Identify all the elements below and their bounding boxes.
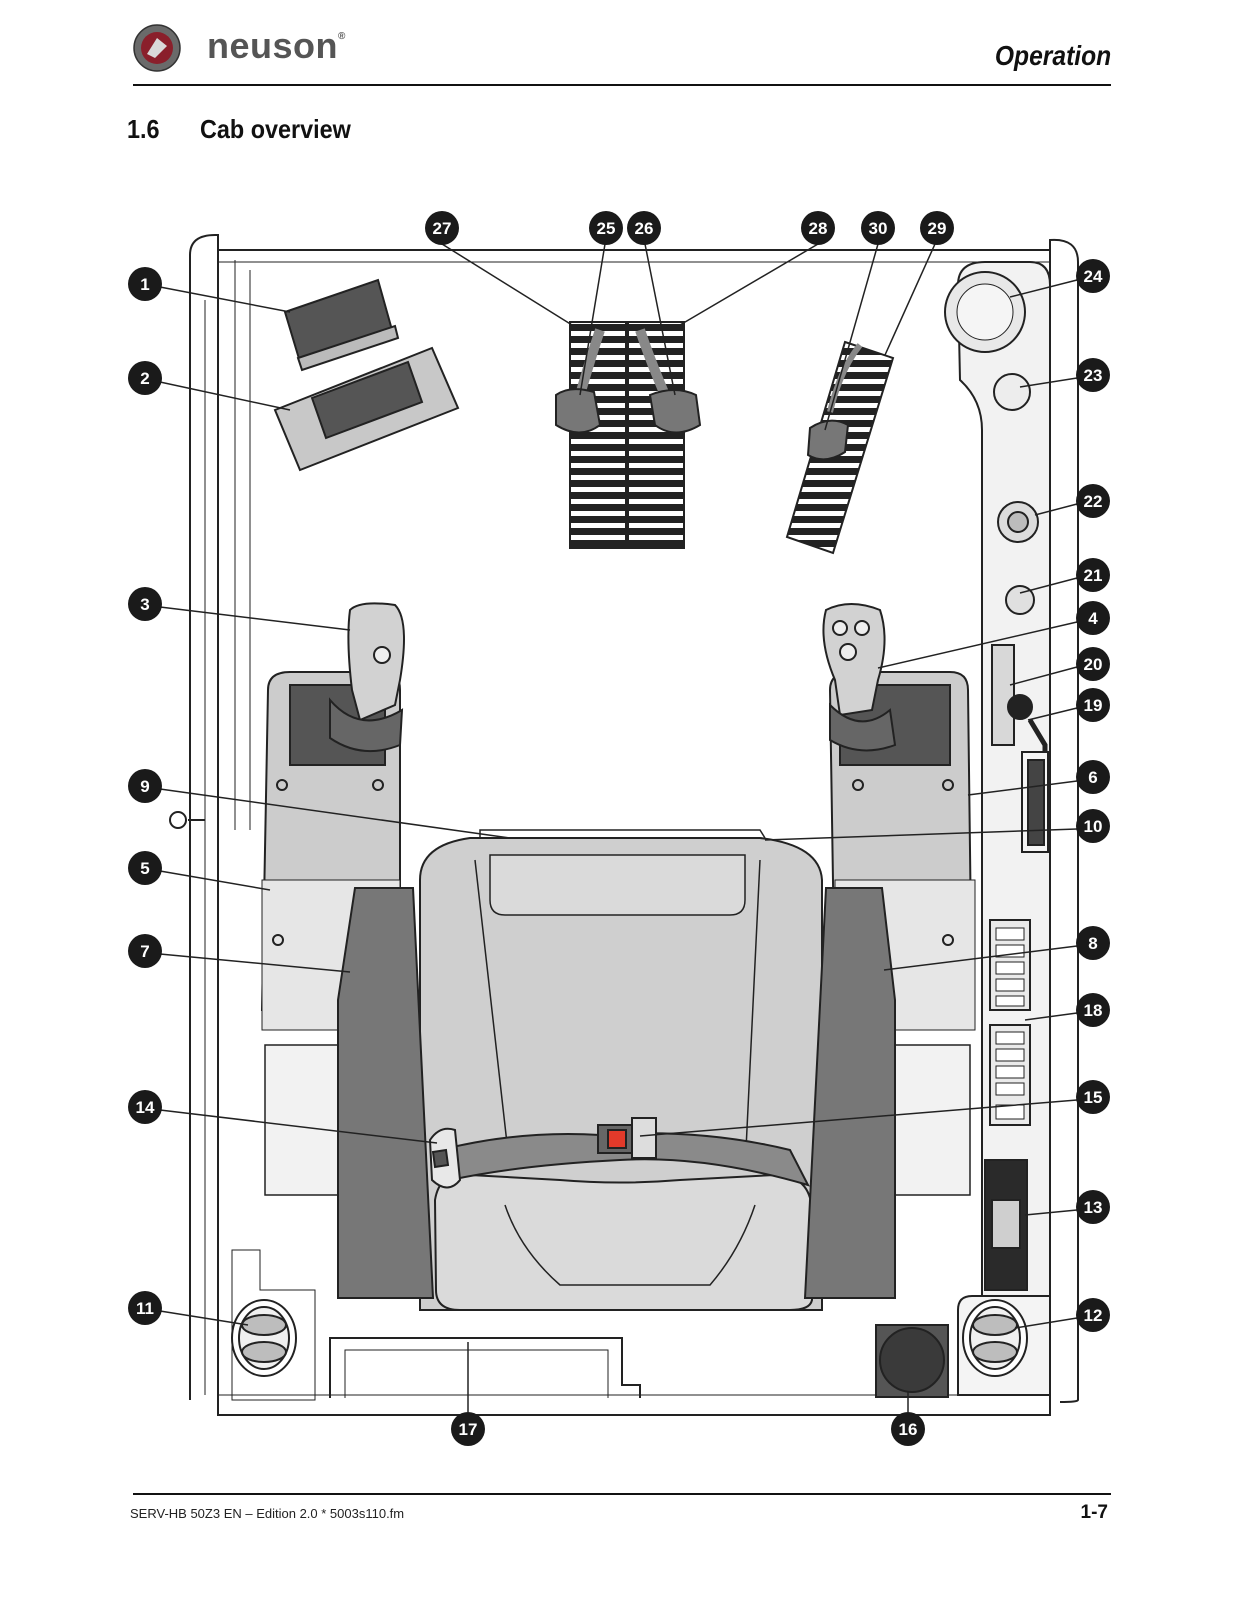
svg-text:3: 3 (140, 595, 149, 614)
svg-text:7: 7 (140, 942, 149, 961)
svg-text:21: 21 (1084, 566, 1103, 585)
footer-document-id: SERV-HB 50Z3 EN – Edition 2.0 * 5003s110… (130, 1506, 405, 1521)
svg-text:29: 29 (928, 219, 947, 238)
svg-text:10: 10 (1084, 817, 1103, 836)
leader-lines (159, 243, 1078, 1412)
svg-text:24: 24 (1084, 267, 1103, 286)
callout-6: 6 (1076, 760, 1110, 794)
aux-pedal (785, 340, 895, 555)
callout-19: 19 (1076, 688, 1110, 722)
callout-28: 28 (801, 211, 835, 245)
vent-left (231, 1299, 297, 1377)
right-console (944, 261, 1051, 1301)
svg-text:13: 13 (1084, 1198, 1103, 1217)
svg-text:4: 4 (1088, 609, 1098, 628)
callout-11: 11 (128, 1291, 162, 1325)
right-armrest (803, 887, 896, 1299)
floor-bracket (329, 1337, 641, 1398)
header-section-title: Operation (994, 40, 1111, 71)
brand-logo (133, 24, 181, 72)
header-rule (133, 84, 1111, 86)
left-armrest (337, 887, 435, 1299)
callout-7: 7 (128, 934, 162, 968)
callout-20: 20 (1076, 647, 1110, 681)
callout-15: 15 (1076, 1080, 1110, 1114)
vent-right (957, 1295, 1051, 1396)
callout-26: 26 (627, 211, 661, 245)
seat-base (264, 1044, 971, 1196)
callout-13: 13 (1076, 1190, 1110, 1224)
svg-text:25: 25 (597, 219, 616, 238)
callout-29: 29 (920, 211, 954, 245)
svg-text:18: 18 (1084, 1001, 1103, 1020)
svg-text:6: 6 (1088, 768, 1097, 787)
callout-14: 14 (128, 1090, 162, 1124)
section-title: Cab overview (200, 114, 351, 144)
svg-text:27: 27 (433, 219, 452, 238)
svg-text:22: 22 (1084, 492, 1103, 511)
svg-text:19: 19 (1084, 696, 1103, 715)
callout-5: 5 (128, 851, 162, 885)
callout-1: 1 (128, 267, 162, 301)
svg-text:11: 11 (136, 1299, 154, 1318)
svg-text:5: 5 (140, 859, 149, 878)
svg-text:16: 16 (899, 1420, 918, 1439)
callout-18: 18 (1076, 993, 1110, 1027)
callout-10: 10 (1076, 809, 1110, 843)
callout-12: 12 (1076, 1298, 1110, 1332)
svg-text:15: 15 (1084, 1088, 1103, 1107)
callout-2: 2 (128, 361, 162, 395)
callout-23: 23 (1076, 358, 1110, 392)
callout-16: 16 (891, 1412, 925, 1446)
svg-text:26: 26 (635, 219, 654, 238)
callout-21: 21 (1076, 558, 1110, 592)
svg-text:28: 28 (809, 219, 828, 238)
svg-text:1: 1 (140, 275, 149, 294)
callout-3: 3 (128, 587, 162, 621)
svg-text:23: 23 (1084, 366, 1103, 385)
callout-9: 9 (128, 769, 162, 803)
svg-text:20: 20 (1084, 655, 1103, 674)
svg-text:12: 12 (1084, 1306, 1103, 1325)
svg-text:2: 2 (140, 369, 149, 388)
svg-text:14: 14 (136, 1098, 155, 1117)
callout-30: 30 (861, 211, 895, 245)
callout-22: 22 (1076, 484, 1110, 518)
operator-seat (419, 829, 823, 1311)
callout-8: 8 (1076, 926, 1110, 960)
svg-text:8: 8 (1088, 934, 1097, 953)
section-number: 1.6 (127, 114, 160, 144)
top-left-items (273, 278, 460, 472)
callout-25: 25 (589, 211, 623, 245)
svg-text:17: 17 (459, 1420, 478, 1439)
svg-text:30: 30 (869, 219, 888, 238)
brand-name: neuson® (207, 25, 346, 66)
svg-text:9: 9 (140, 777, 149, 796)
callout-27: 27 (425, 211, 459, 245)
foot-switch (875, 1324, 949, 1398)
callouts: 1 2 3 4 5 6 7 8 9 10 11 12 13 14 15 16 1… (128, 211, 1110, 1446)
footer-page-number: 1-7 (1080, 1502, 1108, 1523)
footer-rule (133, 1493, 1111, 1495)
seat-belt (428, 1117, 810, 1189)
callout-24: 24 (1076, 259, 1110, 293)
callout-17: 17 (451, 1412, 485, 1446)
drive-pedals (555, 321, 702, 549)
callout-4: 4 (1076, 601, 1110, 635)
